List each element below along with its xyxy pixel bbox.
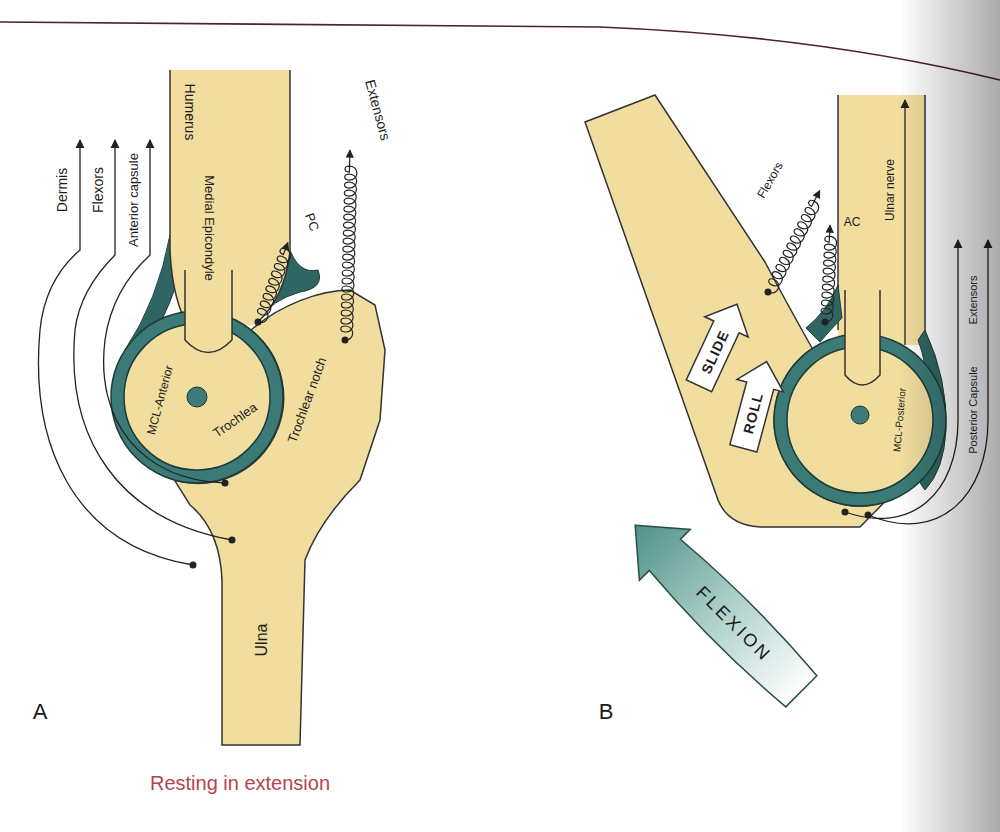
attachment-dot	[842, 509, 849, 516]
tissue-label: Anterior capsule	[127, 153, 140, 247]
figure-caption: Resting in extension	[150, 773, 330, 793]
epicondyle	[845, 290, 880, 385]
attachment-dot	[822, 319, 829, 326]
attachment-dot	[222, 480, 229, 487]
flexion-arrow	[610, 500, 827, 717]
motion-label: SLIDE	[699, 328, 731, 376]
attachment-dot	[190, 562, 197, 569]
tissue-label: Extensors	[968, 276, 979, 325]
attachment-dot	[255, 319, 262, 326]
tissue-label: Extensors	[363, 78, 393, 142]
gutter-shade	[900, 0, 1000, 832]
attachment-dot	[229, 537, 236, 544]
panel-letter: A	[33, 701, 48, 723]
tissue-label: AC	[844, 216, 861, 228]
bone-label: Ulna	[254, 624, 270, 657]
bone-label: Humerus	[183, 84, 197, 141]
coiled-tissue	[254, 241, 295, 325]
motion-label: FLEXION	[693, 583, 775, 665]
ligament-label: MCL-Anterior	[145, 364, 175, 436]
ligament-label: MCL-Posterior	[892, 387, 908, 452]
motion-label: ROLL	[741, 391, 765, 435]
attachment-dot	[342, 337, 349, 344]
bone-label: Trochlea	[211, 400, 260, 439]
humerus-outline	[258, 70, 290, 322]
tissue-label: Flexors	[755, 160, 785, 200]
bone-label: Medial Epicondyle	[203, 175, 216, 281]
tissue-label: Posterior Capsule	[968, 366, 979, 453]
coiled-tissue	[764, 188, 826, 295]
nerve-label: Ulnar nerve	[884, 159, 896, 221]
panel-a	[39, 70, 385, 745]
bone-label: Trochlear notch	[286, 356, 329, 445]
tissue-line	[104, 140, 225, 483]
tissue-line	[39, 140, 193, 565]
motion-arrow	[720, 355, 790, 454]
epicondyle	[185, 270, 232, 353]
page-rule	[0, 22, 1000, 80]
tissue-label: Flexors	[91, 167, 105, 213]
coiled-tissue	[821, 225, 838, 322]
tissue-line	[74, 140, 232, 540]
axis-dot	[851, 406, 869, 424]
attachment-dot	[765, 289, 772, 296]
axis-dot	[187, 387, 207, 407]
attachment-dot	[865, 512, 872, 519]
coiled-tissue	[341, 150, 358, 340]
panel-letter: B	[599, 701, 614, 723]
tissue-label: PC	[303, 211, 321, 232]
tissue-label: Dermis	[55, 168, 69, 212]
